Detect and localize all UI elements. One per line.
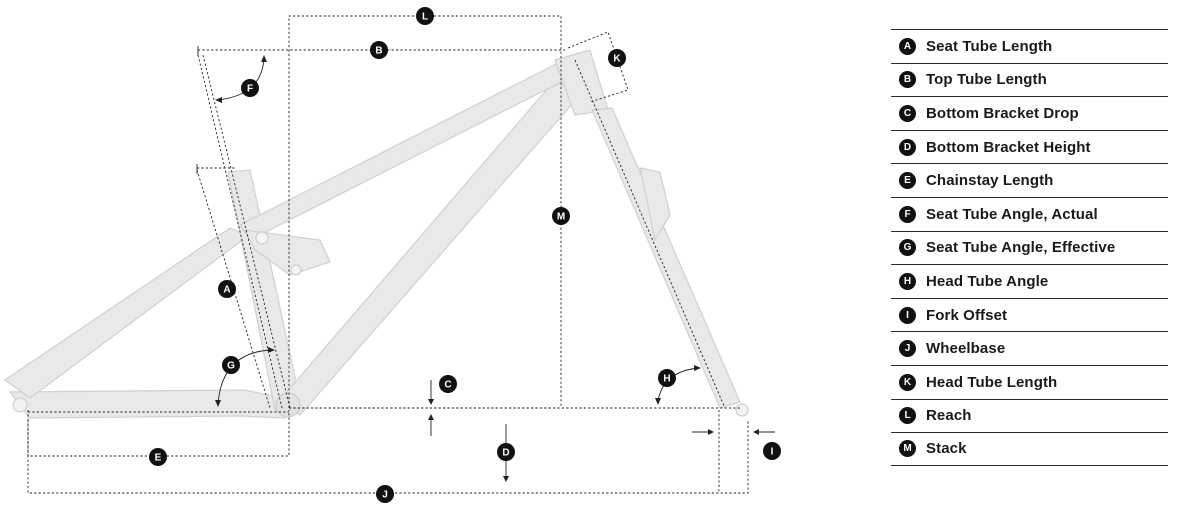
legend-badge: J <box>899 340 916 358</box>
marker-G: G <box>222 356 240 374</box>
marker-D: D <box>497 443 515 461</box>
svg-text:A: A <box>223 285 230 296</box>
marker-F: F <box>241 79 259 97</box>
svg-text:B: B <box>375 46 382 57</box>
legend-badge: H <box>899 272 916 290</box>
svg-text:L: L <box>422 12 428 23</box>
svg-text:J: J <box>382 490 388 501</box>
legend-item-d: D Bottom Bracket Height <box>891 129 1168 164</box>
svg-text:F: F <box>247 84 253 95</box>
marker-J: J <box>376 485 394 503</box>
legend-item-f: F Seat Tube Angle, Actual <box>891 196 1168 231</box>
marker-E: E <box>149 448 167 466</box>
legend-label: Reach <box>926 407 972 425</box>
legend-label: Head Tube Angle <box>926 272 1049 290</box>
bike-geometry-diagram: L B K F M A G H C D I E J <box>3 7 781 503</box>
svg-text:H: H <box>663 374 670 385</box>
legend-item-j: J Wheelbase <box>891 331 1168 365</box>
legend-item-h: H Head Tube Angle <box>891 264 1168 298</box>
legend-label: Fork Offset <box>926 306 1008 324</box>
legend-badge: K <box>899 373 916 391</box>
svg-text:M: M <box>557 212 565 223</box>
marker-M: M <box>552 207 570 225</box>
legend-label: Bottom Bracket Height <box>926 138 1091 156</box>
legend-label: Seat Tube Angle, Effective <box>926 239 1116 257</box>
marker-B: B <box>370 41 388 59</box>
legend-badge: E <box>899 172 916 190</box>
svg-text:E: E <box>155 453 162 464</box>
svg-text:C: C <box>444 380 451 391</box>
legend-item-e: E Chainstay Length <box>891 163 1168 197</box>
bike-frame <box>3 49 749 419</box>
legend-label: Seat Tube Angle, Actual <box>926 205 1098 223</box>
legend-label: Seat Tube Length <box>926 37 1053 55</box>
legend-badge: A <box>899 37 916 55</box>
legend-item-k: K Head Tube Length <box>891 364 1168 399</box>
legend-label: Bottom Bracket Drop <box>926 104 1079 122</box>
legend-badge: F <box>899 205 916 223</box>
legend-item-a: A Seat Tube Length <box>891 29 1168 63</box>
marker-C: C <box>439 375 457 393</box>
svg-text:K: K <box>613 54 621 65</box>
svg-text:D: D <box>502 448 509 459</box>
legend-badge: D <box>899 138 916 156</box>
marker-L: L <box>416 7 434 25</box>
legend-badge: G <box>899 239 916 257</box>
marker-A: A <box>218 280 236 298</box>
legend-badge: M <box>899 440 916 458</box>
legend-label: Wheelbase <box>926 340 1006 358</box>
marker-I: I <box>763 442 781 460</box>
legend-item-g: G Seat Tube Angle, Effective <box>891 230 1168 265</box>
legend-label: Head Tube Length <box>926 373 1058 391</box>
svg-text:I: I <box>771 447 774 458</box>
legend-item-b: B Top Tube Length <box>891 62 1168 97</box>
legend-item-l: L Reach <box>891 398 1168 433</box>
legend-item-c: C Bottom Bracket Drop <box>891 96 1168 130</box>
svg-text:G: G <box>227 361 235 372</box>
legend-badge: B <box>899 71 916 89</box>
legend-badge: C <box>899 104 916 122</box>
legend-label: Top Tube Length <box>926 71 1047 89</box>
marker-K: K <box>608 49 626 67</box>
legend-badge: L <box>899 407 916 425</box>
marker-H: H <box>658 369 676 387</box>
legend-label: Stack <box>926 440 967 458</box>
legend-badge: I <box>899 306 916 324</box>
legend-item-i: I Fork Offset <box>891 297 1168 332</box>
legend-item-m: M Stack <box>891 432 1168 466</box>
legend-label: Chainstay Length <box>926 172 1054 190</box>
